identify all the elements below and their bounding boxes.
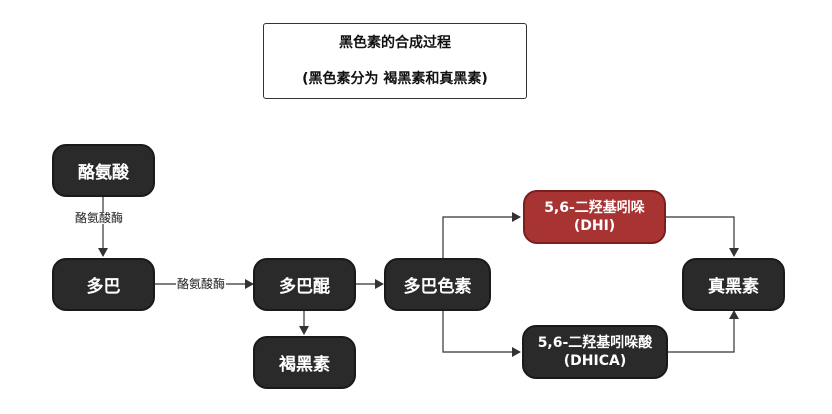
node-dhica: 5,6-二羟基吲哚酸(DHICA) xyxy=(522,325,668,379)
edge-dhica-eumelanin xyxy=(668,310,739,353)
title-main: 黑色素的合成过程 xyxy=(339,35,451,51)
edge-label-tyrosinase-2: 酪氨酸酶 xyxy=(176,277,227,291)
title-box: 黑色素的合成过程 (黑色素分为 褐黑素和真黑素) xyxy=(263,23,527,99)
node-tyrosine: 酪氨酸 xyxy=(52,144,155,197)
node-dhi: 5,6-二羟基吲哚(DHI) xyxy=(523,190,666,244)
edge-dopachrome-dhi xyxy=(442,212,521,258)
edge-dhi-eumelanin xyxy=(666,216,739,257)
edge-label-tyrosinase-1: 酪氨酸酶 xyxy=(74,211,125,225)
node-dopaquinone: 多巴醌 xyxy=(253,258,356,311)
title-subtitle: (黑色素分为 褐黑素和真黑素) xyxy=(302,71,488,87)
node-pheomelanin: 褐黑素 xyxy=(253,336,356,389)
node-dopachrome: 多巴色素 xyxy=(384,258,491,311)
node-eumelanin: 真黑素 xyxy=(682,258,785,311)
node-dopa: 多巴 xyxy=(52,258,155,311)
edge-dopachrome-dhica xyxy=(442,311,521,357)
